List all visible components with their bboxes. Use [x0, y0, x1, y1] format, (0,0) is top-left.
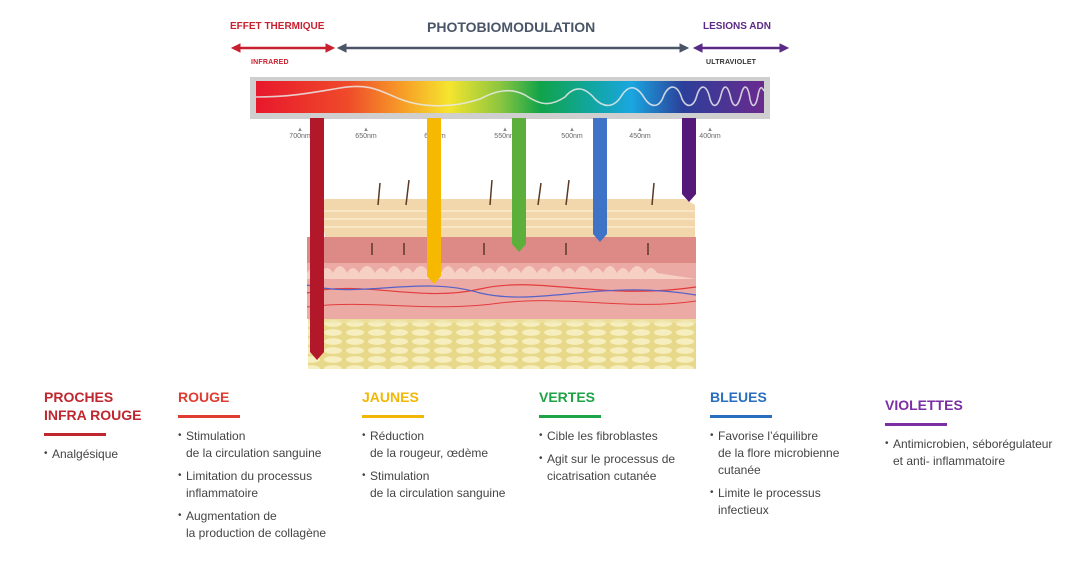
beam-red: [310, 118, 324, 360]
category-underline: [362, 415, 424, 418]
category-red: ROUGE Stimulation de la circulation sang…: [178, 388, 326, 548]
benefit-item: Limite le processus infectieux: [710, 484, 839, 519]
category-underline: [539, 415, 601, 418]
tick-marker-icon: ▲: [363, 127, 369, 133]
category-violet: VIOLETTES Antimicrobien, séborégulateur …: [885, 396, 1052, 476]
category-title: BLEUES: [710, 389, 767, 405]
category-underline: [885, 423, 947, 426]
benefit-item: Réduction de la rougeur, œdème: [362, 427, 505, 462]
category-underline: [178, 415, 240, 418]
category-title: JAUNES: [362, 389, 419, 405]
tick-marker-icon: ▲: [637, 127, 643, 133]
dermis-layer: [306, 237, 697, 319]
wavelength-wave: [255, 85, 765, 107]
benefit-item: Limitation du processus inflammatoire: [178, 467, 326, 502]
benefit-item: Cible les fibroblastes: [539, 427, 675, 445]
skin-illustration: [306, 179, 697, 369]
range-arrows: [230, 43, 790, 53]
category-title: VERTES: [539, 389, 596, 405]
tick-500nm: ▲500nm: [552, 127, 592, 140]
infrared-range-arrow: [230, 43, 336, 53]
tick-550nm: ▲550nm: [485, 127, 525, 140]
infrared-label: INFRARED: [251, 59, 289, 66]
tick-450nm: ▲450nm: [620, 127, 660, 140]
benefit-item: Analgésique: [44, 445, 141, 463]
category-title: PROCHES INFRA ROUGE: [44, 389, 142, 423]
category-title: VIOLETTES: [885, 397, 963, 413]
tick-700nm: ▲700nm: [280, 127, 320, 140]
category-title: ROUGE: [178, 389, 230, 405]
benefit-item: Stimulation de la circulation sanguine: [362, 467, 505, 502]
tick-marker-icon: ▲: [569, 127, 575, 133]
category-blue: BLEUES Favorise l’équilibre de la flore …: [710, 388, 839, 525]
tick-marker-icon: ▲: [297, 127, 303, 133]
photobiomodulation-range-arrow: [336, 43, 690, 53]
beam-blue: [593, 118, 607, 242]
category-underline: [710, 415, 772, 418]
beam-yellow: [427, 118, 441, 284]
benefit-item: Favorise l’équilibre de la flore microbi…: [710, 427, 839, 479]
spectrum-bar: [250, 77, 770, 119]
benefit-item: Agit sur le processus de cicatrisation c…: [539, 450, 675, 485]
ultraviolet-range-arrow: [692, 43, 790, 53]
hair-strands: [371, 179, 655, 255]
category-near-infrared: PROCHES INFRA ROUGE Analgésique: [44, 388, 141, 469]
tick-400nm: ▲400nm: [690, 127, 730, 140]
epidermis-layer: [320, 199, 695, 237]
ultraviolet-label: ULTRAVIOLET: [706, 59, 757, 66]
benefit-item: Stimulation de la circulation sanguine: [178, 427, 326, 462]
tick-650nm: ▲650nm: [346, 127, 386, 140]
category-underline: [44, 433, 106, 436]
hypodermis-layer: [308, 317, 696, 369]
category-green: VERTES Cible les fibroblastes Agit sur l…: [539, 388, 675, 491]
category-yellow: JAUNES Réduction de la rougeur, œdème St…: [362, 388, 505, 508]
beam-violet: [682, 118, 696, 202]
benefit-item: Antimicrobien, séborégulateur et anti- i…: [885, 435, 1052, 470]
tick-marker-icon: ▲: [502, 127, 508, 133]
tick-marker-icon: ▲: [707, 127, 713, 133]
photobiomodulation-label: PHOTOBIOMODULATION: [427, 19, 596, 35]
beam-green: [512, 118, 526, 252]
benefit-item: Augmentation de la production de collagè…: [178, 507, 326, 542]
effet-thermique-label: EFFET THERMIQUE: [230, 21, 325, 32]
lesions-adn-label: LESIONS ADN: [703, 21, 771, 32]
